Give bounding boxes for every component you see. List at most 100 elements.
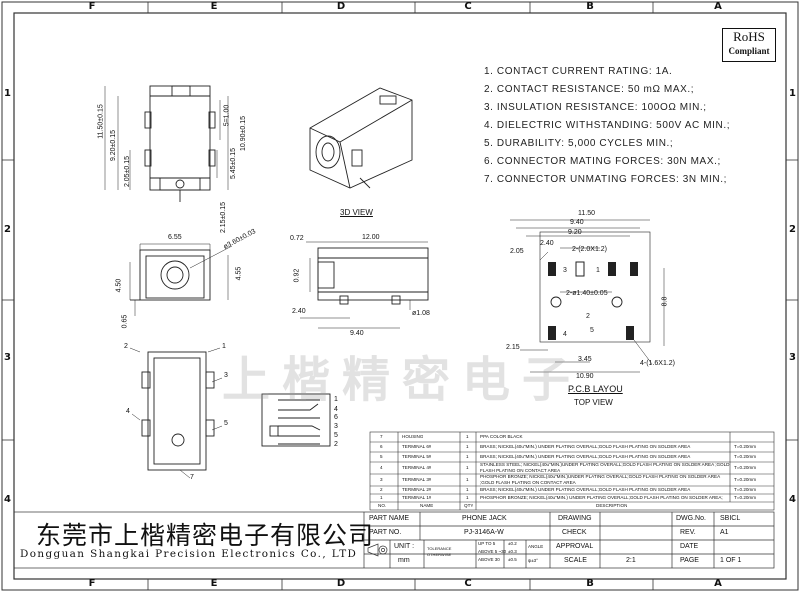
bom-header-row: NO. NAME QTY DESCRIPTION: [370, 502, 774, 510]
zone-row-3: 3: [4, 352, 11, 363]
zone-col-e-bottom: E: [210, 578, 218, 589]
angle-value: ψ±3°: [528, 558, 538, 563]
date-label: DATE: [680, 543, 699, 550]
svg-text:2: 2: [586, 313, 590, 320]
rohs-compliant-label: Compliant: [728, 46, 770, 56]
bom-qty: 1: [466, 477, 469, 482]
bom-row-3: 3 TERMINAL 3# 1 PHOSPHOR BRONZE; NICKEL(…: [370, 474, 774, 486]
part-name-label: PART NAME: [369, 515, 410, 522]
schematic-pin-1: 1: [334, 396, 338, 403]
bom-qty: 1: [466, 487, 469, 492]
dim-pcb-3-45: 3.45: [578, 356, 592, 363]
check-label: CHECK: [562, 529, 587, 536]
view-title-pcb: P.C.B LAYOU: [568, 384, 623, 394]
dwg-no-value: SBICL: [720, 515, 741, 522]
zone-col-d: D: [336, 1, 346, 12]
callout-4: 4: [126, 408, 130, 415]
zone-row-2-right: 2: [789, 224, 796, 235]
side-profile-view: [300, 241, 429, 329]
bom-qty: 1: [466, 434, 469, 439]
zone-row-2: 2: [4, 224, 11, 235]
bom-name: TERMINAL 5#: [402, 454, 432, 459]
bom-row-1: 1 TERMINAL 1# 1 PHOSPHOR BRONZE; NICKEL(…: [370, 494, 774, 502]
bom-header-no: NO.: [378, 503, 387, 508]
zone-col-b: B: [586, 1, 594, 12]
schematic-pin-2: 2: [334, 441, 338, 448]
bom-no: 1: [380, 495, 383, 500]
schematic-diagram: [261, 393, 331, 447]
bom-no: 7: [380, 434, 383, 439]
bom-no: 2: [380, 487, 383, 492]
drawing-label: DRAWING: [558, 515, 592, 522]
part-no-value: PJ-3146A-W: [464, 529, 504, 536]
pcb-layout-view: [510, 219, 665, 373]
dim-pcb-2-40: 2.40: [540, 240, 554, 247]
zone-col-a: A: [714, 1, 722, 12]
tol-range-1: UP TO 5: [478, 541, 496, 546]
callout-2-left: 2: [124, 343, 128, 350]
bom-desc: BRASS; NICKEL(40u"MIN.) UNDER PLATING OV…: [480, 444, 691, 449]
tol-range-3: ABOVE 30: [478, 557, 500, 562]
zone-col-b-bottom: B: [586, 578, 594, 589]
dim-2-40-side: 2.40: [292, 308, 306, 315]
bom-name: TERMINAL 3#: [402, 477, 432, 482]
tol-value-2: ±0.3: [508, 549, 517, 554]
bom-desc: STAINLESS STEEL; NICKEL(40u"MIN.)UNDER P…: [480, 462, 730, 473]
side-elevation-view: [104, 85, 229, 202]
scale-label: SCALE: [564, 557, 587, 564]
pcb-pads: [548, 261, 638, 340]
dim-pcb-hole-1-40: 2-ø1.40±0.05: [566, 290, 608, 297]
tol-value-1: ±0.2: [508, 541, 517, 546]
dim-pcb-2-15: 2.15: [506, 344, 520, 351]
zone-row-4-right: 4: [789, 494, 796, 505]
bom-name: TERMINAL 2#: [402, 487, 432, 492]
schematic-pin-5: 5: [334, 432, 338, 439]
company-name-cn: 东莞市上楷精密电子有限公司: [36, 521, 375, 550]
bom-thk: T=0.20mm: [734, 477, 757, 482]
bom-header-desc: DESCRIPTION: [596, 503, 628, 508]
bottom-detail-view: [129, 347, 223, 479]
dim-pcb-9-20: 9.20: [568, 229, 582, 236]
bom-thk: T=0.20mm: [734, 495, 757, 500]
callout-3: 3: [224, 372, 228, 379]
rohs-badge: RoHS Compliant: [722, 28, 776, 62]
tol-value-3: ±0.5: [508, 557, 517, 562]
zone-col-a-bottom: A: [714, 578, 722, 589]
note-7: 7. CONNECTOR UNMATING FORCES: 3N MIN.;: [484, 174, 727, 185]
unit-label: UNIT :: [394, 543, 415, 550]
bom-qty: 1: [466, 465, 469, 470]
bom-thk: T=0.20mm: [734, 465, 757, 470]
dim-0-72: 0.72: [290, 235, 304, 242]
bom-row-4: 4 TERMINAL 4# 1 STAINLESS STEEL; NICKEL(…: [370, 462, 774, 474]
zone-col-e: E: [210, 1, 218, 12]
schematic-pin-6: 6: [334, 414, 338, 421]
bom-row-5: 5 TERMINAL 5# 1 BRASS; NICKEL(40u"MIN.) …: [370, 452, 774, 462]
bom-desc: PHOSPHOR BRONZE; NICKEL(40u"MIN.) UNDER …: [480, 495, 723, 500]
company-name-en: Dongguan Shangkai Precision Electronics …: [20, 548, 358, 560]
isometric-3d-view: [309, 87, 413, 189]
svg-text:4: 4: [563, 331, 567, 338]
part-name-value: PHONE JACK: [462, 515, 507, 522]
bom-name: TERMINAL 4#: [402, 465, 432, 470]
dim-12-00: 12.00: [362, 234, 380, 241]
bom-desc: BRASS; NICKEL(40u"MIN.) UNDER PLATING OV…: [480, 487, 691, 492]
bom-no: 5: [380, 454, 383, 459]
tolerance-label: TOLERANCE OTHERWISE: [427, 546, 452, 557]
bom-name: TERMINAL 6#: [402, 444, 432, 449]
bom-name: TERMINAL 1#: [402, 495, 432, 500]
projection-symbol: [367, 543, 388, 557]
zone-row-3-right: 3: [789, 352, 796, 363]
bom-no: 4: [380, 465, 383, 470]
bom-row-7: 7 HOUSING 1 PPA COLOR BLACK: [370, 432, 774, 442]
bom-qty: 1: [466, 454, 469, 459]
svg-text:1: 1: [596, 267, 600, 274]
tol-range-2: ABOVE 5 ~30: [478, 549, 507, 554]
unit-value: mm: [398, 557, 410, 564]
dim-pcb-9-40: 9.40: [570, 219, 584, 226]
note-3: 3. INSULATION RESISTANCE: 100OΩ MIN.;: [484, 102, 707, 113]
bom-header-qty: QTY: [464, 503, 474, 508]
svg-text:3: 3: [563, 267, 567, 274]
